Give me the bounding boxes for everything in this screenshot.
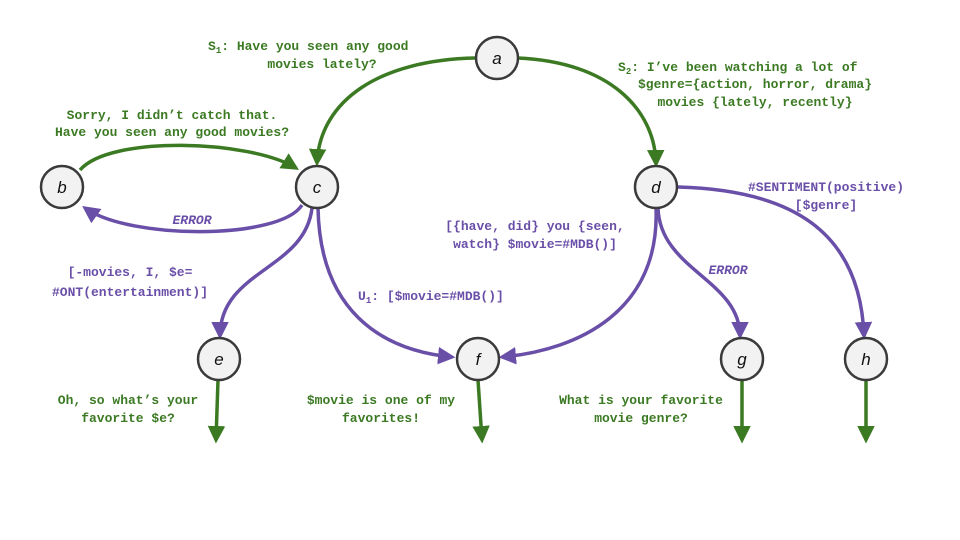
label-sorry-line2: Have you seen any good movies? [55,125,289,140]
svg-text:d: d [651,178,661,197]
edge-a-to-d [517,56,665,168]
edge-d-to-f [498,207,658,365]
edge-f-out [472,379,490,444]
edge-b-to-c [78,143,299,172]
label-resp-g-line1: What is your favorite [559,393,723,408]
label-s2: S2: I’ve been watching a lot of [618,60,858,77]
label-s1-line2: movies lately? [267,57,376,72]
edge-c-to-f [316,207,456,365]
svg-text:b: b [57,178,66,197]
label-error-b: ERROR [172,213,211,228]
label-resp-e-line2: favorite $e? [81,411,175,426]
label-s2-line3: movies {lately, recently} [657,95,852,110]
svg-text:c: c [313,178,322,197]
svg-text:f: f [476,350,483,369]
svg-text:h: h [861,350,870,369]
node-f: f [455,336,501,382]
node-c: c [294,164,340,210]
node-b: b [39,164,85,210]
label-u1: U1: [$movie=#MDB()] [358,289,504,306]
edge-c-to-b-error [82,203,304,234]
label-sentiment-line1: #SENTIMENT(positive) [748,180,904,195]
label-s1: S1: Have you seen any good [208,39,408,56]
svg-text:g: g [737,350,747,369]
node-g: g [719,336,765,382]
label-movies-ont-line2: #ONT(entertainment)] [52,285,208,300]
node-a: a [474,35,520,81]
label-sentiment-line2: [$genre] [795,198,857,213]
edge-a-to-c [308,56,476,167]
label-have-did-line1: [{have, did} you {seen, [445,219,624,234]
label-s2-line2: $genre={action, horror, drama} [638,77,872,92]
node-e: e [196,336,242,382]
node-d: d [633,164,679,210]
edge-d-to-g-error [656,207,749,340]
label-resp-f-line2: favorites! [342,411,420,426]
svg-text:a: a [492,49,501,68]
edge-c-to-e [211,207,314,340]
node-h: h [843,336,889,382]
label-resp-g-line2: movie genre? [594,411,688,426]
label-have-did-line2: watch} $movie=#MDB()] [453,237,617,252]
label-resp-e-line1: Oh, so what’s your [58,393,198,408]
svg-text:e: e [214,350,223,369]
label-movies-ont-line1: [-movies, I, $e= [68,265,193,280]
edge-d-to-h [677,185,873,340]
edge-e-out [207,379,226,444]
label-sorry-line1: Sorry, I didn’t catch that. [67,108,278,123]
label-resp-f-line1: $movie is one of my [307,393,455,408]
label-error-g: ERROR [708,263,747,278]
